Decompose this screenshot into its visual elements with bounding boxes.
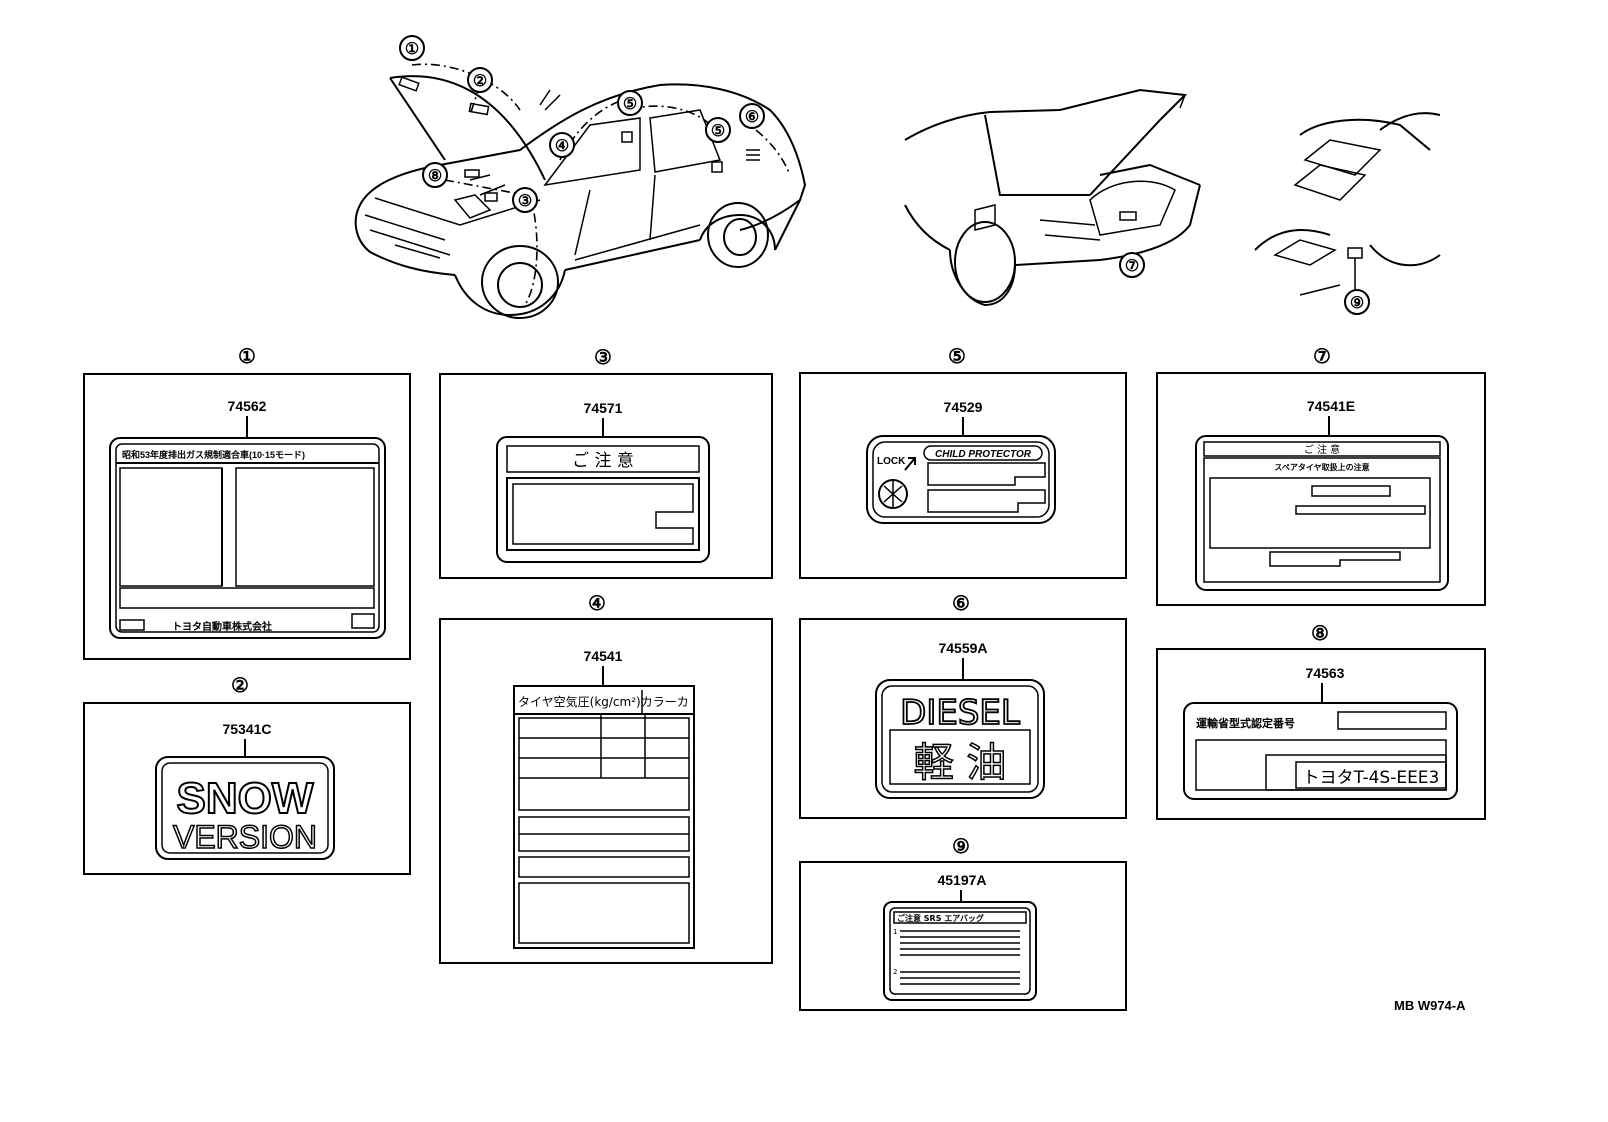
car-interior-dash-illustration <box>1254 112 1441 296</box>
panel-6-part-number: 74559A <box>938 640 987 656</box>
svg-text:⑦: ⑦ <box>1125 258 1139 275</box>
panel-4-part-number: 74541 <box>584 648 623 664</box>
panel-2: ② 75341C SNOW VERSION <box>83 675 411 875</box>
car-callout-7: ⑦ <box>1119 252 1145 278</box>
figure-code: MB W974-A <box>1394 998 1466 1013</box>
car-callout-6: ⑥ <box>739 103 765 129</box>
panel-3-header: ご 注 意 <box>572 451 634 471</box>
svg-text:⑧: ⑧ <box>428 168 442 185</box>
panel-2-version: VERSION <box>173 819 317 855</box>
car-callout-5b: ⑤ <box>705 117 731 143</box>
svg-text:④: ④ <box>555 138 569 155</box>
panel-5: ⑤ 74529 LOCK CHILD PROTECTOR <box>799 346 1127 579</box>
panel-3-marker: ③ <box>594 347 612 369</box>
panel-6-keiyu: 軽 油 <box>914 740 1007 786</box>
car-callout-3: ③ <box>512 187 538 213</box>
panel-9: ⑨ 45197A ご注意 SRS エアバッグ 1 2 <box>799 836 1127 1011</box>
panel-3: ③ 74571 ご 注 意 <box>439 347 773 579</box>
panel-6: ⑥ 74559A DIESEL 軽 油 <box>799 593 1127 819</box>
panel-1: ① 74562 昭和53年度排出ガス規制適合車(10·15モード) トヨタ自動車… <box>83 346 411 660</box>
panel-7: ⑦ 74541E ご 注 意 スペアタイヤ取扱上の注意 <box>1156 346 1486 606</box>
panel-8-part-number: 74563 <box>1306 665 1345 681</box>
car-callout-9: ⑨ <box>1344 289 1370 315</box>
panel-9-marker: ⑨ <box>952 836 970 858</box>
panel-7-part-number: 74541E <box>1307 398 1355 414</box>
panel-2-marker: ② <box>231 675 249 697</box>
car-rear-trunk-illustration <box>904 88 1201 307</box>
svg-text:⑤: ⑤ <box>711 123 725 140</box>
panel-8-title: 運輸省型式認定番号 <box>1196 716 1295 730</box>
panel-7-subheader: スペアタイヤ取扱上の注意 <box>1274 462 1369 472</box>
panel-5-lock: LOCK <box>877 456 906 467</box>
panel-6-marker: ⑥ <box>952 593 970 615</box>
panel-7-marker: ⑦ <box>1313 346 1331 368</box>
panel-5-marker: ⑤ <box>948 346 966 368</box>
svg-text:①: ① <box>405 41 419 58</box>
panel-2-part-number: 75341C <box>222 721 271 737</box>
panel-9-row2: 2 <box>893 968 897 976</box>
panel-1-marker: ① <box>238 346 256 368</box>
panel-5-part-number: 74529 <box>944 399 983 415</box>
car-callout-2: ② <box>467 67 493 93</box>
svg-text:⑤: ⑤ <box>623 96 637 113</box>
panel-7-header: ご 注 意 <box>1304 443 1340 456</box>
panel-9-header: ご注意 SRS エアバッグ <box>897 913 984 923</box>
svg-text:②: ② <box>473 73 487 90</box>
car-callout-5a: ⑤ <box>617 90 643 116</box>
svg-text:③: ③ <box>518 193 532 210</box>
panel-1-footer: トヨタ自動車株式会社 <box>172 620 272 633</box>
panel-4-marker: ④ <box>588 593 606 615</box>
panel-9-part-number: 45197A <box>937 872 986 888</box>
svg-text:⑨: ⑨ <box>1350 295 1364 312</box>
panel-6-diesel: DIESEL <box>900 693 1020 733</box>
panel-8: ⑧ 74563 運輸省型式認定番号 トヨタT-4S-EEE3 <box>1156 623 1486 820</box>
car-callout-4: ④ <box>549 132 575 158</box>
panel-4-header: タイヤ空気圧(kg/cm²)カラーカ <box>518 694 689 709</box>
panel-4: ④ 74541 タイヤ空気圧(kg/cm²)カラーカ <box>439 593 773 964</box>
panel-9-row1: 1 <box>893 928 897 936</box>
panel-2-snow: SNOW <box>177 774 314 823</box>
car-callout-8: ⑧ <box>422 162 448 188</box>
car-front-view-illustration <box>354 63 807 319</box>
svg-text:⑥: ⑥ <box>745 109 759 126</box>
panel-8-code: トヨタT-4S-EEE3 <box>1303 768 1440 788</box>
panel-5-title: CHILD PROTECTOR <box>935 449 1032 460</box>
panel-8-marker: ⑧ <box>1311 623 1329 645</box>
panel-1-header: 昭和53年度排出ガス規制適合車(10·15モード) <box>122 449 305 460</box>
panel-1-part-number: 74562 <box>228 398 267 414</box>
panel-3-part-number: 74571 <box>584 400 623 416</box>
car-callout-1: ① <box>399 35 425 61</box>
